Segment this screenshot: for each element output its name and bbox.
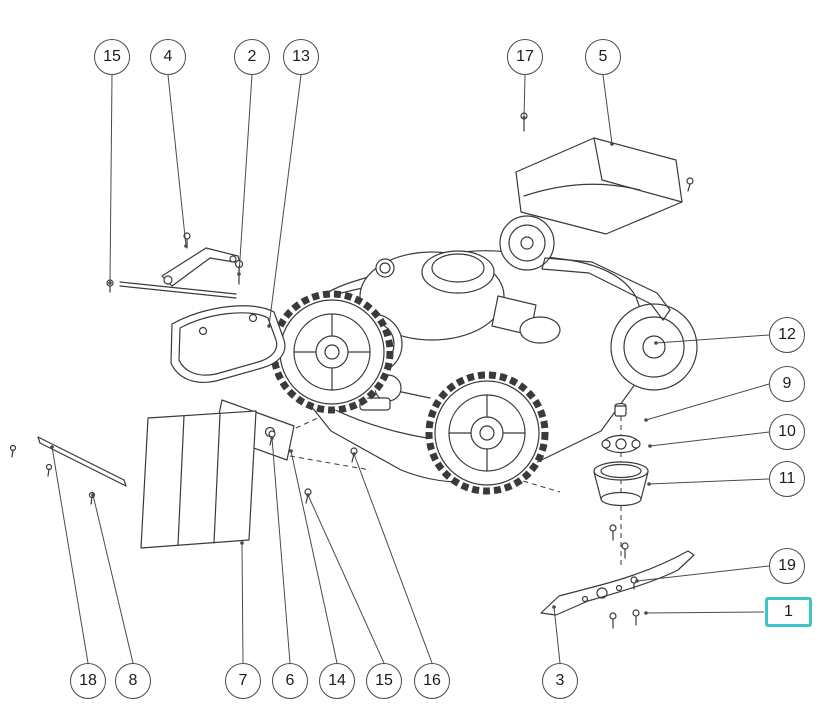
callout-17[interactable]: 17 (507, 39, 543, 75)
front-wheel-bottom (429, 375, 545, 491)
blade-mount-stack (594, 404, 648, 559)
rail-part (11, 437, 127, 504)
cover-plate-part (171, 306, 285, 383)
handle-bracket-part (107, 233, 243, 298)
callout-12[interactable]: 12 (769, 317, 805, 353)
rear-wheel-right (611, 304, 697, 390)
rear-wheel-top (500, 216, 554, 270)
callout-18[interactable]: 18 (70, 663, 106, 699)
callout-14[interactable]: 14 (319, 663, 355, 699)
front-wheel-left (274, 294, 390, 410)
callout-9[interactable]: 9 (769, 366, 805, 402)
callout-11[interactable]: 11 (769, 461, 805, 497)
callout-6[interactable]: 6 (272, 663, 308, 699)
callout-4[interactable]: 4 (150, 39, 186, 75)
rear-cover-part (516, 138, 693, 234)
callout-16[interactable]: 16 (414, 663, 450, 699)
handle-bar (542, 258, 670, 320)
door-panel-part (141, 411, 256, 548)
callout-13[interactable]: 13 (283, 39, 319, 75)
callout-8[interactable]: 8 (115, 663, 151, 699)
callout-10[interactable]: 10 (769, 414, 805, 450)
leader-lines (50, 75, 769, 663)
callout-5[interactable]: 5 (585, 39, 621, 75)
callout-15-bottom[interactable]: 15 (366, 663, 402, 699)
callout-3[interactable]: 3 (542, 663, 578, 699)
blade-part (541, 551, 694, 615)
mower-illustration (11, 113, 698, 628)
callout-1[interactable]: 1 (765, 597, 812, 627)
callout-15-top[interactable]: 15 (94, 39, 130, 75)
callout-2[interactable]: 2 (234, 39, 270, 75)
callout-19[interactable]: 19 (769, 548, 805, 584)
callout-7[interactable]: 7 (225, 663, 261, 699)
